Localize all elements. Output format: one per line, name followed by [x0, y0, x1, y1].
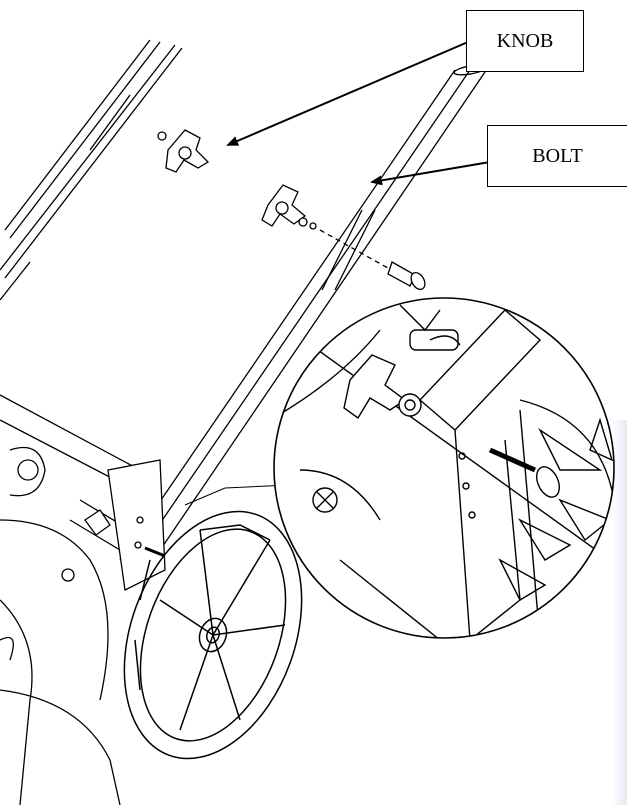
wheel-icon	[123, 510, 303, 760]
knob-callout: KNOB	[466, 10, 584, 72]
mower-body	[0, 394, 151, 805]
handle-bracket	[107, 459, 166, 591]
lower-handle-tube	[119, 64, 487, 566]
detail-leader	[184, 484, 291, 506]
knob-arrow	[226, 41, 469, 146]
bolt-part-icon	[261, 184, 426, 291]
side-tint	[612, 420, 627, 805]
bolt-callout: BOLT	[487, 125, 627, 187]
detail-magnifier-icon	[273, 297, 615, 639]
bolt-arrow	[370, 161, 491, 186]
upper-handle	[0, 39, 183, 301]
knob-part-icon	[157, 129, 210, 173]
